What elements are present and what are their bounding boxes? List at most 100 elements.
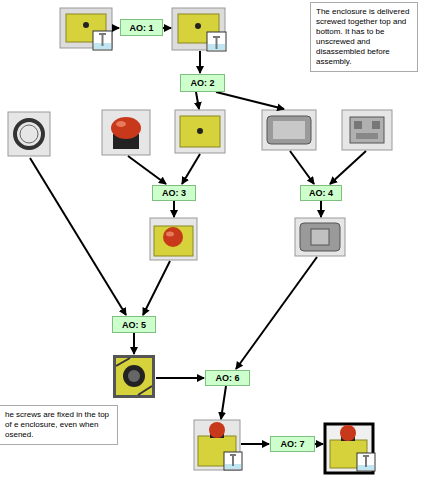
enclosure-bottom-photo: [273, 121, 305, 139]
note-box: he screws are fixed in the top of e encl…: [0, 405, 118, 445]
operation-box: AO: 7: [270, 436, 315, 452]
closed-assembled-photo: [325, 424, 375, 473]
bottom-with-block-photo: [311, 229, 329, 245]
flow-arrows: [236, 257, 317, 369]
operation-box: AO: 5: [112, 316, 156, 333]
contact-block-photo: [342, 110, 392, 150]
flow-arrows: [156, 377, 204, 379]
flow-arrows: [199, 51, 201, 73]
closed-assembled-photo: [357, 453, 375, 471]
top-with-ring-photo: [123, 365, 145, 387]
assembled-enclosure-photo: [194, 420, 242, 470]
contact-block-photo: [372, 121, 380, 129]
contact-block-photo: [350, 117, 384, 143]
closed-assembled-photo: [365, 457, 367, 467]
flow-arrows: [216, 92, 284, 109]
red-button-photo: [102, 110, 150, 155]
operation-box: AO: 1: [120, 19, 163, 36]
enclosure-bottom-photo: [262, 110, 316, 150]
flow-arrows: [30, 28, 366, 444]
enclosure-top-photo: [175, 110, 225, 153]
flow-arrows: [143, 261, 170, 315]
flow-arrows: [320, 201, 322, 217]
operation-label: AO: 6: [215, 373, 239, 383]
enclosure-top-photo: [197, 128, 203, 134]
flow-arrows: [182, 154, 200, 184]
flow-arrows: [133, 333, 135, 354]
opened-enclosure-photo: [195, 23, 201, 29]
assembled-enclosure-photo: [232, 456, 234, 466]
operation-label: AO: 2: [190, 78, 214, 88]
lock-ring-photo: [8, 112, 50, 156]
opened-enclosure-photo: [216, 38, 218, 49]
operation-label: AO: 1: [129, 23, 153, 33]
closed-enclosure-photo: [93, 31, 112, 50]
closed-enclosure-photo: [99, 33, 106, 35]
lock-ring-photo: [8, 112, 50, 156]
flow-arrows: [128, 156, 166, 184]
top-with-ring-photo: [113, 355, 155, 398]
assembled-enclosure-photo: [224, 452, 242, 470]
top-with-button-photo: [150, 218, 197, 260]
top-with-ring-photo: [128, 370, 140, 382]
operation-label: AO: 3: [162, 188, 186, 198]
flow-arrows: [241, 443, 269, 445]
closed-assembled-photo: [340, 425, 356, 441]
top-with-ring-photo: [116, 358, 130, 366]
enclosure-top-photo: [180, 116, 220, 147]
enclosure-top-photo: [175, 110, 225, 153]
bottom-with-block-photo: [300, 223, 340, 251]
operation-label: AO: 4: [309, 188, 333, 198]
red-button-photo: [102, 110, 150, 155]
assembled-enclosure-photo: [230, 454, 236, 456]
flow-arrows: [30, 158, 126, 315]
closed-enclosure-photo: [83, 22, 89, 28]
note-text: The enclosure is delivered screwed toget…: [316, 7, 412, 67]
flow-arrows: [290, 151, 314, 184]
top-with-button-photo: [166, 232, 174, 237]
assembled-enclosure-photo: [209, 422, 225, 438]
opened-enclosure-photo: [207, 32, 226, 51]
closed-assembled-photo: [363, 455, 369, 457]
note-box: The enclosure is delivered screwed toget…: [310, 2, 418, 72]
closed-enclosure-photo: [102, 35, 104, 46]
flow-arrows: [221, 386, 226, 419]
operation-label: AO: 5: [122, 320, 146, 330]
operation-box: AO: 3: [152, 185, 196, 201]
top-with-ring-photo: [138, 386, 152, 395]
flow-arrows: [163, 27, 171, 29]
enclosure-bottom-photo: [262, 110, 316, 150]
closed-assembled-photo: [325, 424, 373, 473]
bottom-with-block-photo: [295, 218, 345, 256]
enclosure-bottom-photo: [267, 116, 311, 144]
operation-box: AO: 6: [205, 370, 250, 386]
top-with-button-photo: [154, 226, 193, 256]
flow-arrows: [173, 201, 175, 217]
operation-box: AO: 2: [180, 74, 225, 92]
flow-arrows: [112, 27, 119, 29]
lock-ring-photo: [15, 120, 43, 148]
contact-block-photo: [354, 121, 362, 129]
top-with-button-photo: [150, 218, 197, 260]
top-with-ring-photo: [113, 355, 155, 398]
lock-ring-photo: [20, 125, 38, 143]
flow-arrows: [196, 92, 199, 109]
flow-arrows: [315, 443, 323, 445]
note-text: he screws are fixed in the top of e encl…: [5, 410, 112, 440]
assembled-enclosure-photo: [194, 420, 240, 470]
red-button-photo: [116, 121, 126, 127]
flow-arrows: [330, 151, 366, 184]
contact-block-photo: [356, 133, 378, 139]
red-button-photo: [111, 117, 141, 139]
opened-enclosure-photo: [172, 8, 226, 51]
operation-box: AO: 4: [300, 185, 342, 201]
contact-block-photo: [342, 110, 392, 150]
bottom-with-block-photo: [295, 218, 345, 256]
top-with-button-photo: [163, 227, 183, 247]
closed-enclosure-photo: [60, 8, 112, 50]
operation-label: AO: 7: [280, 439, 304, 449]
opened-enclosure-photo: [213, 36, 220, 38]
opened-enclosure-photo: [172, 8, 225, 50]
top-with-ring-photo: [116, 358, 152, 395]
